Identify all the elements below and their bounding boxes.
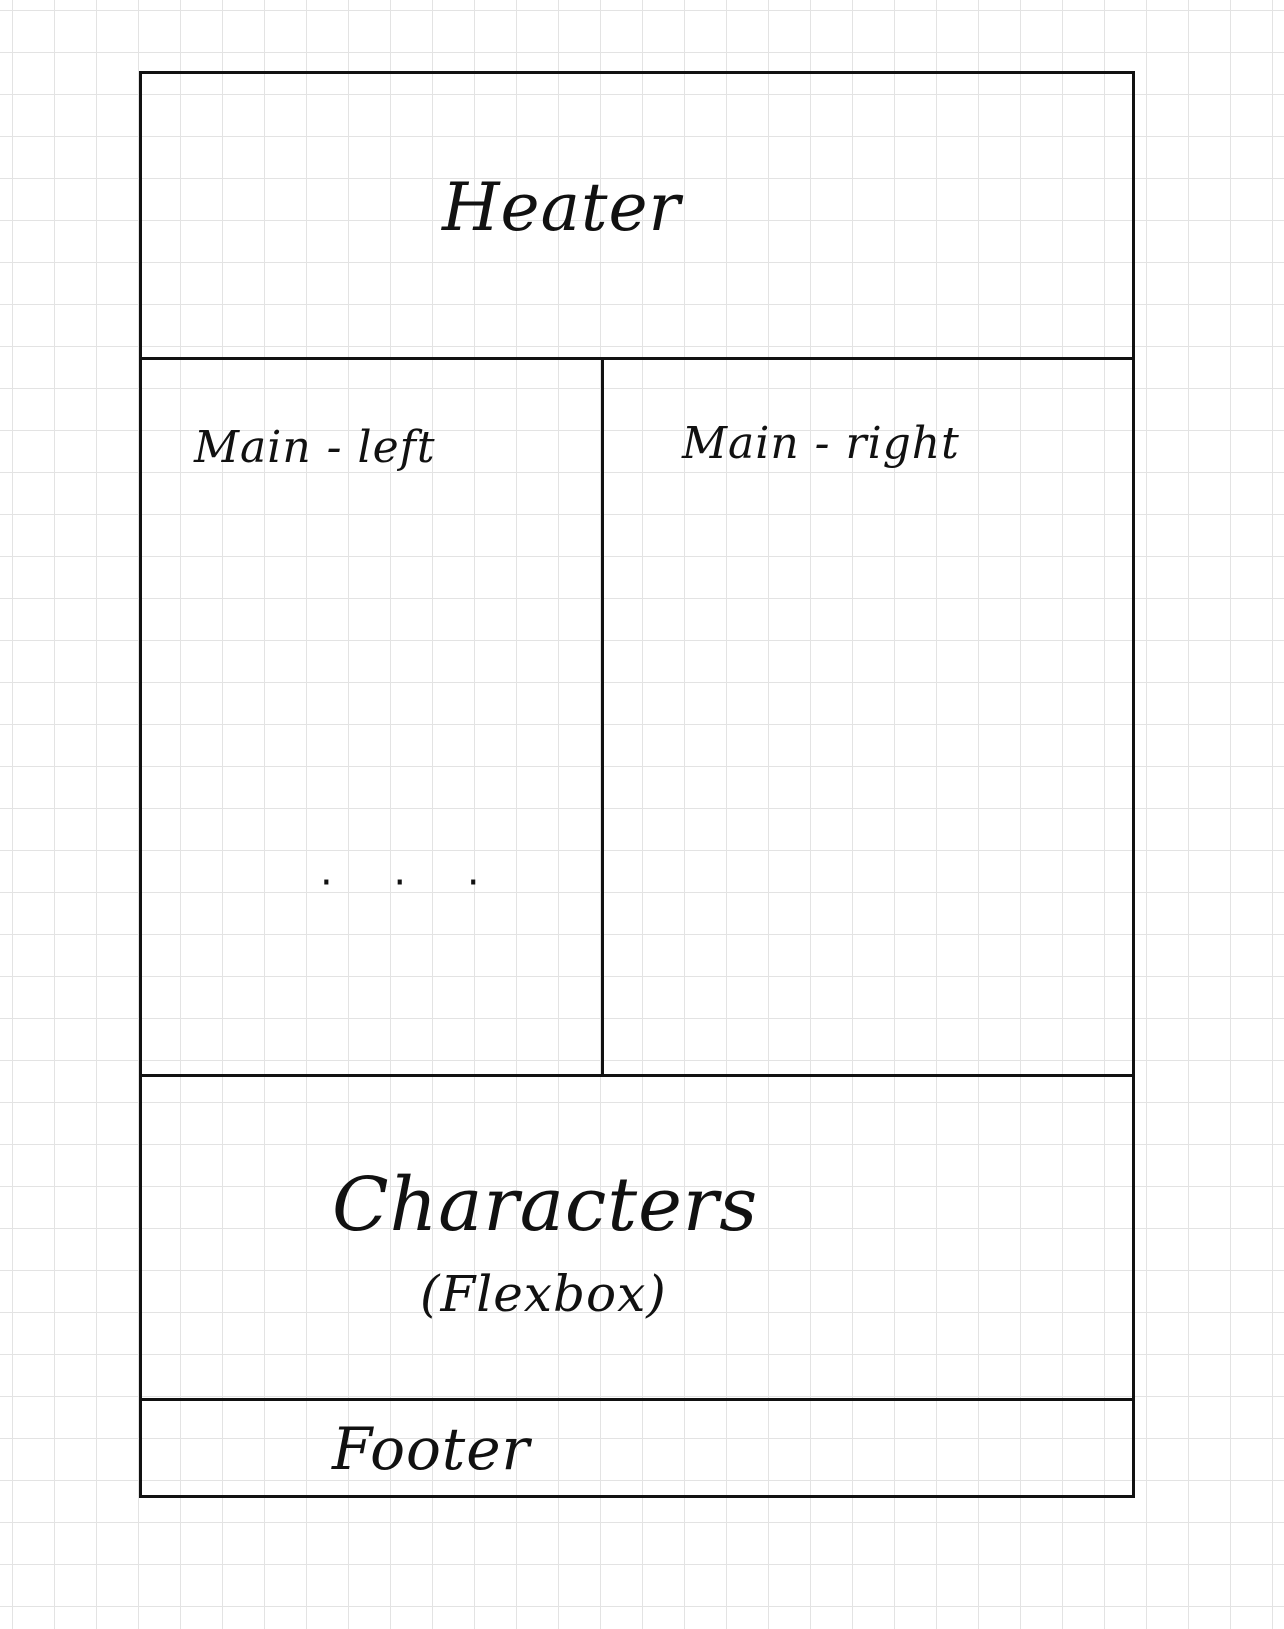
- footer-label: Footer: [332, 1415, 531, 1483]
- characters-flexbox-note: (Flexbox): [420, 1265, 667, 1323]
- main-left-label: Main - left: [194, 422, 436, 473]
- main-right-section: Main - right: [604, 360, 1132, 1074]
- characters-section: Characters (Flexbox): [142, 1077, 1132, 1401]
- page-layout-wireframe: Heater Main - left · · · Main - right Ch…: [139, 71, 1135, 1498]
- main-left-ellipsis: · · ·: [320, 860, 504, 906]
- footer-section: Footer: [142, 1401, 1132, 1495]
- header-label: Heater: [442, 169, 682, 246]
- main-section: Main - left · · · Main - right: [142, 360, 1132, 1077]
- main-left-section: Main - left · · ·: [142, 360, 604, 1074]
- characters-label: Characters: [332, 1162, 759, 1248]
- header-section: Heater: [142, 74, 1132, 360]
- main-right-label: Main - right: [682, 418, 960, 469]
